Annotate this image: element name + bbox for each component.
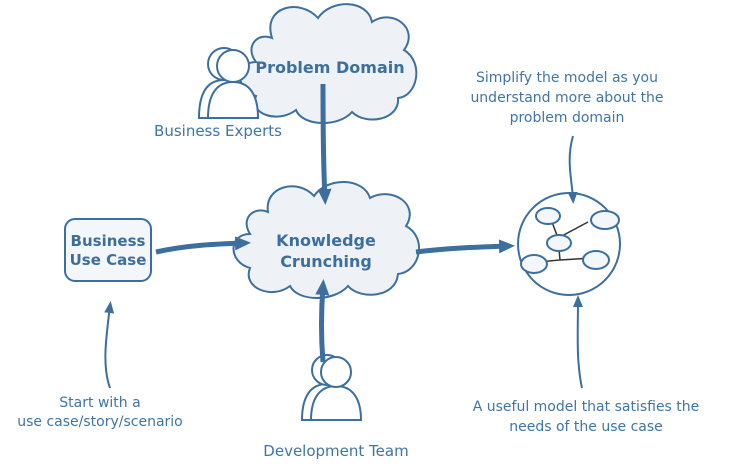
domain-model-icon	[517, 192, 621, 296]
arrow-use-case-to-crunching	[155, 236, 251, 255]
knowledge-crunching-cloud	[232, 181, 421, 299]
business-experts-label: Business Experts	[154, 122, 282, 140]
arrow-simplify-note	[567, 135, 578, 204]
arrow-start-note	[104, 301, 115, 389]
arrow-useful-note	[572, 295, 583, 389]
arrow-problem-domain-to-crunching	[317, 83, 332, 205]
simplify-note: Simplify the model as you understand mor…	[470, 70, 664, 126]
business-experts-person-icon	[197, 47, 260, 119]
start-note: Start with a use case/story/scenario	[17, 395, 183, 430]
development-team-person-icon	[300, 354, 363, 421]
business-use-case-box	[64, 218, 152, 282]
useful-model-note: A useful model that satisfies the needs …	[472, 399, 700, 435]
arrow-crunching-to-model	[415, 239, 515, 255]
problem-domain-label: Problem Domain	[255, 58, 405, 77]
knowledge-crunching-label: Knowledge Crunching	[276, 231, 376, 271]
development-team-label: Development Team	[263, 442, 409, 460]
business-use-case-label: Business Use Case	[69, 232, 147, 269]
arrow-team-to-crunching	[315, 279, 330, 363]
